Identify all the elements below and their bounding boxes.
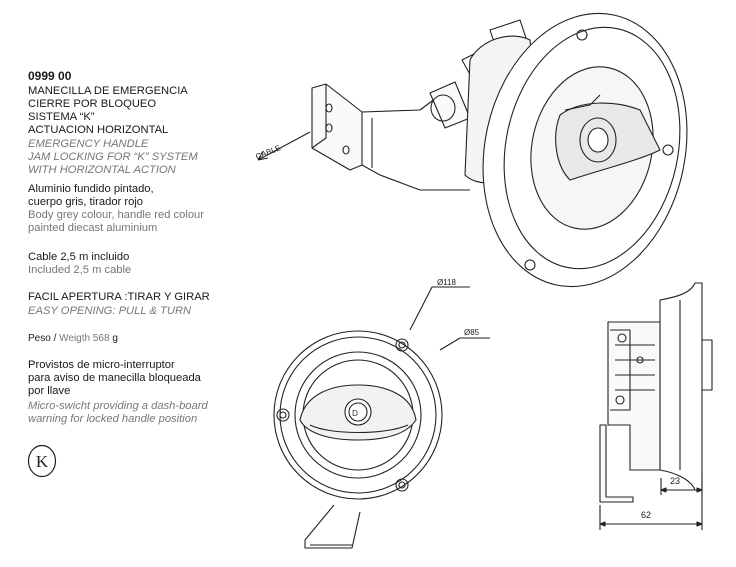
dim-length-label: 62 (641, 510, 651, 520)
title-es-line-3: SISTEMA “K” (28, 111, 95, 123)
weight-label-en: Weigth 568 (59, 333, 110, 344)
product-code: 0999 00 (28, 69, 72, 83)
title-en-line-3: WITH HORIZONTAL ACTION (28, 164, 176, 176)
material-en-line-2: painted diecast aluminium (28, 222, 158, 234)
switch-es-line-2: para aviso de manecilla bloqueada (28, 372, 201, 384)
title-en-line-2: JAM LOCKING FOR “K” SYSTEM (28, 151, 198, 163)
front-view (273, 286, 490, 549)
switch-en-line-1: Micro-swicht providing a dash-board (28, 400, 208, 412)
weight-unit: g (112, 333, 118, 344)
k-system-logo-icon: K (27, 444, 57, 478)
title-en-line-1: EMERGENCY HANDLE (28, 138, 149, 150)
material-es-line-2: cuerpo gris, tirador rojo (28, 196, 144, 208)
material-en-line-1: Body grey colour, handle red colour (28, 209, 205, 221)
perspective-view (257, 12, 688, 288)
weight-label-es: Peso / (28, 333, 57, 344)
switch-en-line-2: warning for locked handle position (28, 413, 198, 425)
opening-es: FACIL APERTURA :TIRAR Y GIRAR (28, 291, 210, 303)
title-es-line-1: MANECILLA DE EMERGENCIA (28, 85, 188, 97)
material-es-line-1: Aluminio fundido pintado, (28, 183, 154, 195)
opening-en: EASY OPENING: PULL & TURN (28, 305, 192, 317)
cable-en: Included 2,5 m cable (28, 264, 132, 276)
title-es-line-4: ACTUACION HORIZONTAL (28, 124, 169, 136)
switch-es-line-1: Provistos de micro-interruptor (28, 359, 175, 371)
logo-letter: K (36, 452, 49, 471)
dim-depth-label: 23 (670, 476, 680, 486)
dim-inner-label: Ø85 (464, 328, 480, 337)
dim-outer-label: Ø118 (437, 278, 457, 287)
cable-es: Cable 2,5 m incluido (28, 251, 130, 263)
side-view (599, 282, 713, 530)
key-letter: D (352, 409, 358, 418)
cable-label: CABLE (254, 143, 282, 161)
title-es-line-2: CIERRE POR BLOQUEO (28, 98, 157, 110)
switch-es-line-3: por llave (28, 385, 71, 397)
weight-line: Peso / Weigth 568 g (28, 332, 118, 345)
